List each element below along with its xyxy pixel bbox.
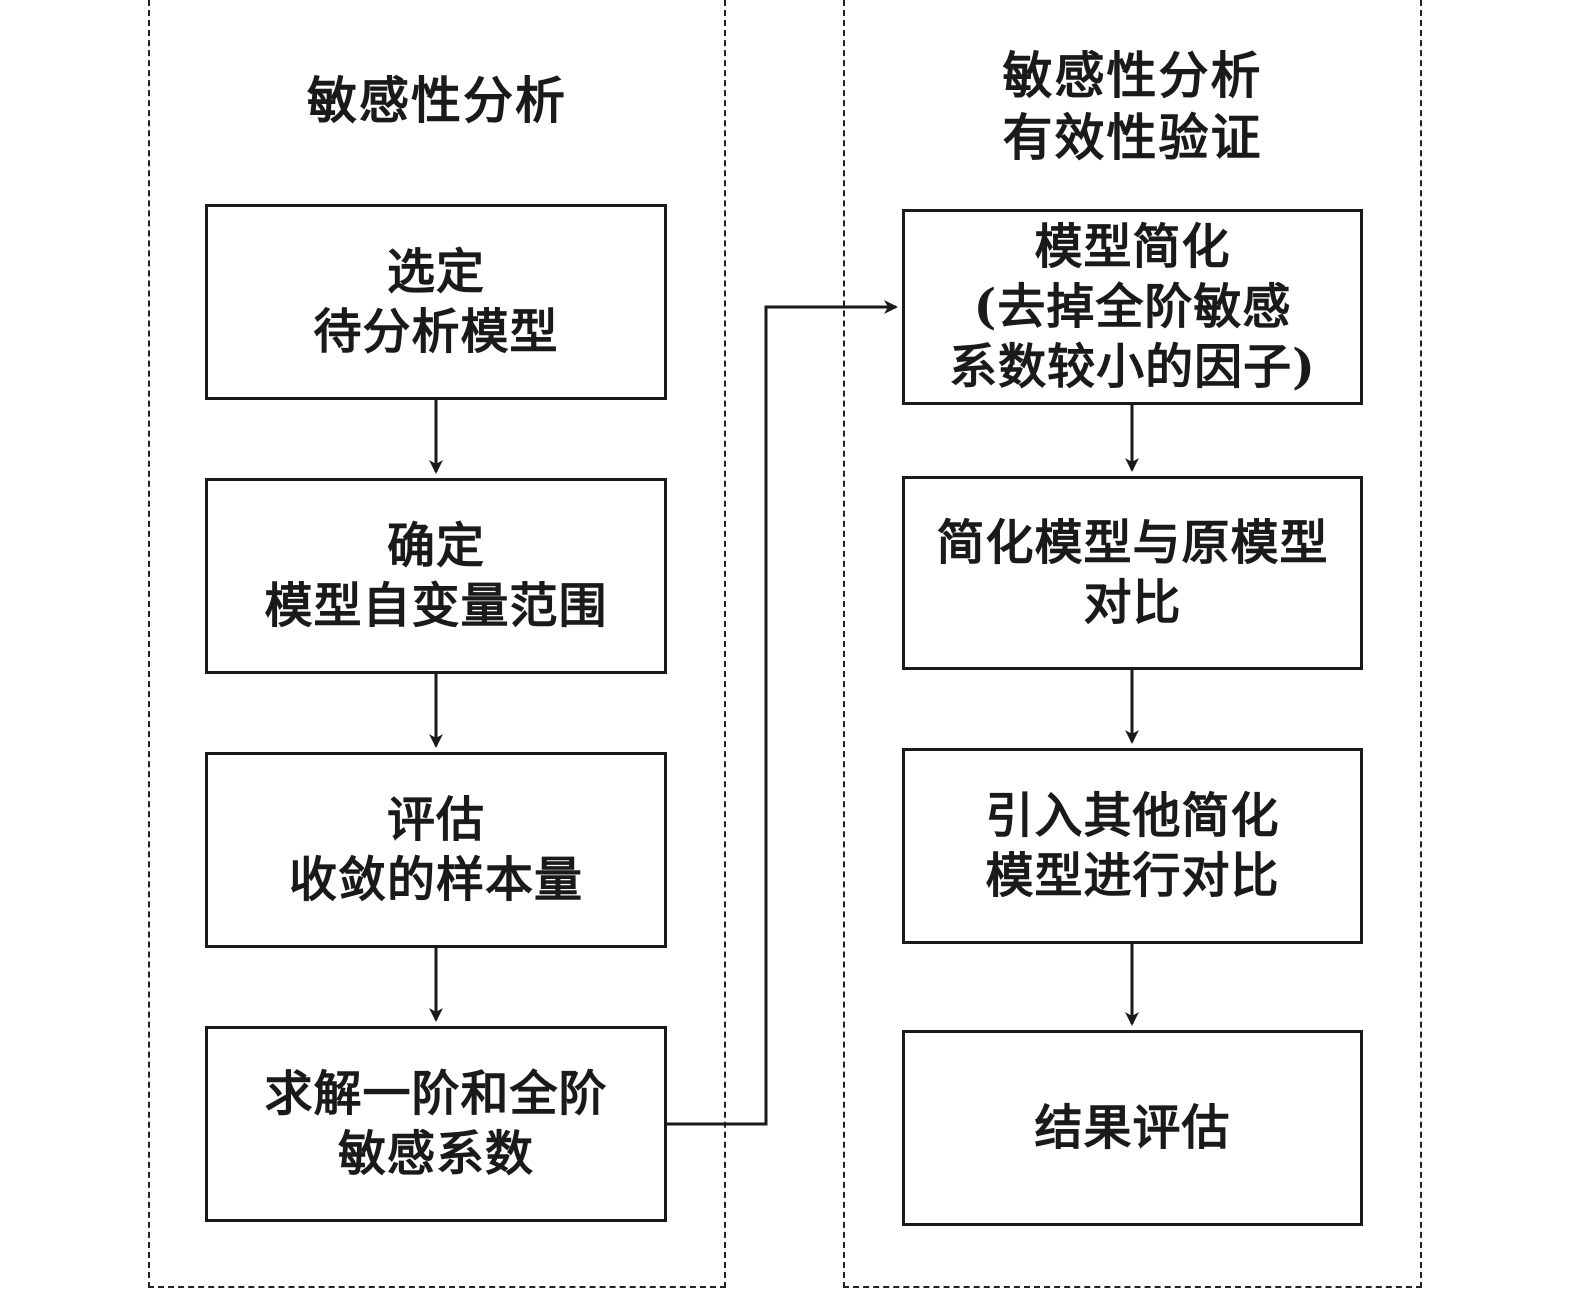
validation-group: 敏感性分析 有效性验证 [843, 0, 1422, 1288]
right-group-title: 敏感性分析 有效性验证 [1002, 46, 1263, 167]
step-simplify-model: 模型简化 (去掉全阶敏感 系数较小的因子) [902, 209, 1363, 405]
step-evaluate-sample-size: 评估 收敛的样本量 [205, 752, 667, 948]
left-group-title: 敏感性分析 [307, 71, 567, 130]
step-define-variable-range: 确定 模型自变量范围 [205, 478, 667, 674]
step-compare-other-models: 引入其他简化 模型进行对比 [902, 748, 1363, 944]
step-result-evaluation: 结果评估 [902, 1030, 1363, 1226]
step-select-model: 选定 待分析模型 [205, 204, 667, 400]
step-compare-with-original: 简化模型与原模型 对比 [902, 476, 1363, 670]
step-solve-sensitivity-indices: 求解一阶和全阶 敏感系数 [205, 1026, 667, 1222]
